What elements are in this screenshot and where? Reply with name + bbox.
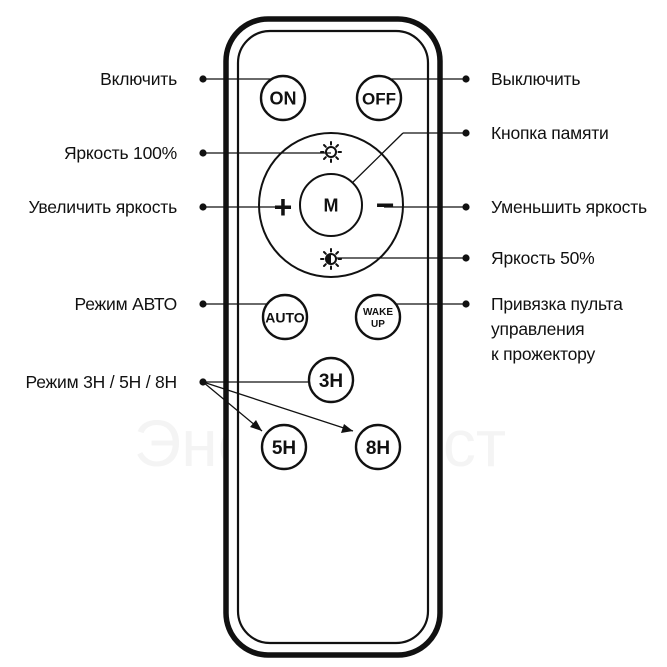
arrow-heads [250,420,353,433]
callout-dots [199,75,470,386]
minus-label: − [376,187,395,223]
label-on: Включить [100,69,177,89]
label-brightness-50: Яркость 50% [491,248,595,268]
label-memory: Кнопка памяти [491,123,609,143]
label-timer: Режим 3H / 5H / 8H [26,372,178,392]
label-brightness-100: Яркость 100% [64,143,177,163]
timer-3h-button[interactable]: 3H [307,356,355,404]
increase-brightness-button[interactable]: + [274,189,293,225]
label-bind-line3: к прожектору [491,344,595,364]
sun-half-icon [320,248,342,270]
wake-up-button[interactable]: WAKE UP [354,293,402,341]
on-button[interactable]: ON [259,74,307,122]
timer-8h-label: 8H [366,438,390,459]
auto-button[interactable]: AUTO [261,293,309,341]
wake-label-line2: UP [371,319,385,330]
timer-5h-button[interactable]: 5H [260,423,308,471]
memory-button-label: M [324,196,339,216]
brightness-50-button[interactable] [320,248,342,270]
label-bind-line1: Привязка пульта [491,294,623,314]
label-auto: Режим АВТО [74,294,177,314]
brightness-100-button[interactable] [320,141,342,163]
plus-label: + [274,189,293,225]
on-button-label: ON [270,89,297,109]
timer-3h-label: 3H [319,371,343,392]
label-bind-line2: управления [491,319,584,339]
off-button[interactable]: OFF [355,74,403,122]
timer-5h-label: 5H [272,438,296,459]
timer-8h-button[interactable]: 8H [354,423,402,471]
remote-body [223,16,443,658]
label-decrease: Уменьшить яркость [491,197,647,217]
label-off: Выключить [491,69,580,89]
decrease-brightness-button[interactable]: − [376,187,395,223]
memory-button[interactable]: M [299,173,363,237]
wake-label-line1: WAKE [363,307,393,318]
sun-outline-icon [320,141,342,163]
auto-button-label: AUTO [265,310,305,326]
off-button-label: OFF [362,90,396,109]
label-increase: Увеличить яркость [28,197,177,217]
brightness-ring [258,132,404,278]
